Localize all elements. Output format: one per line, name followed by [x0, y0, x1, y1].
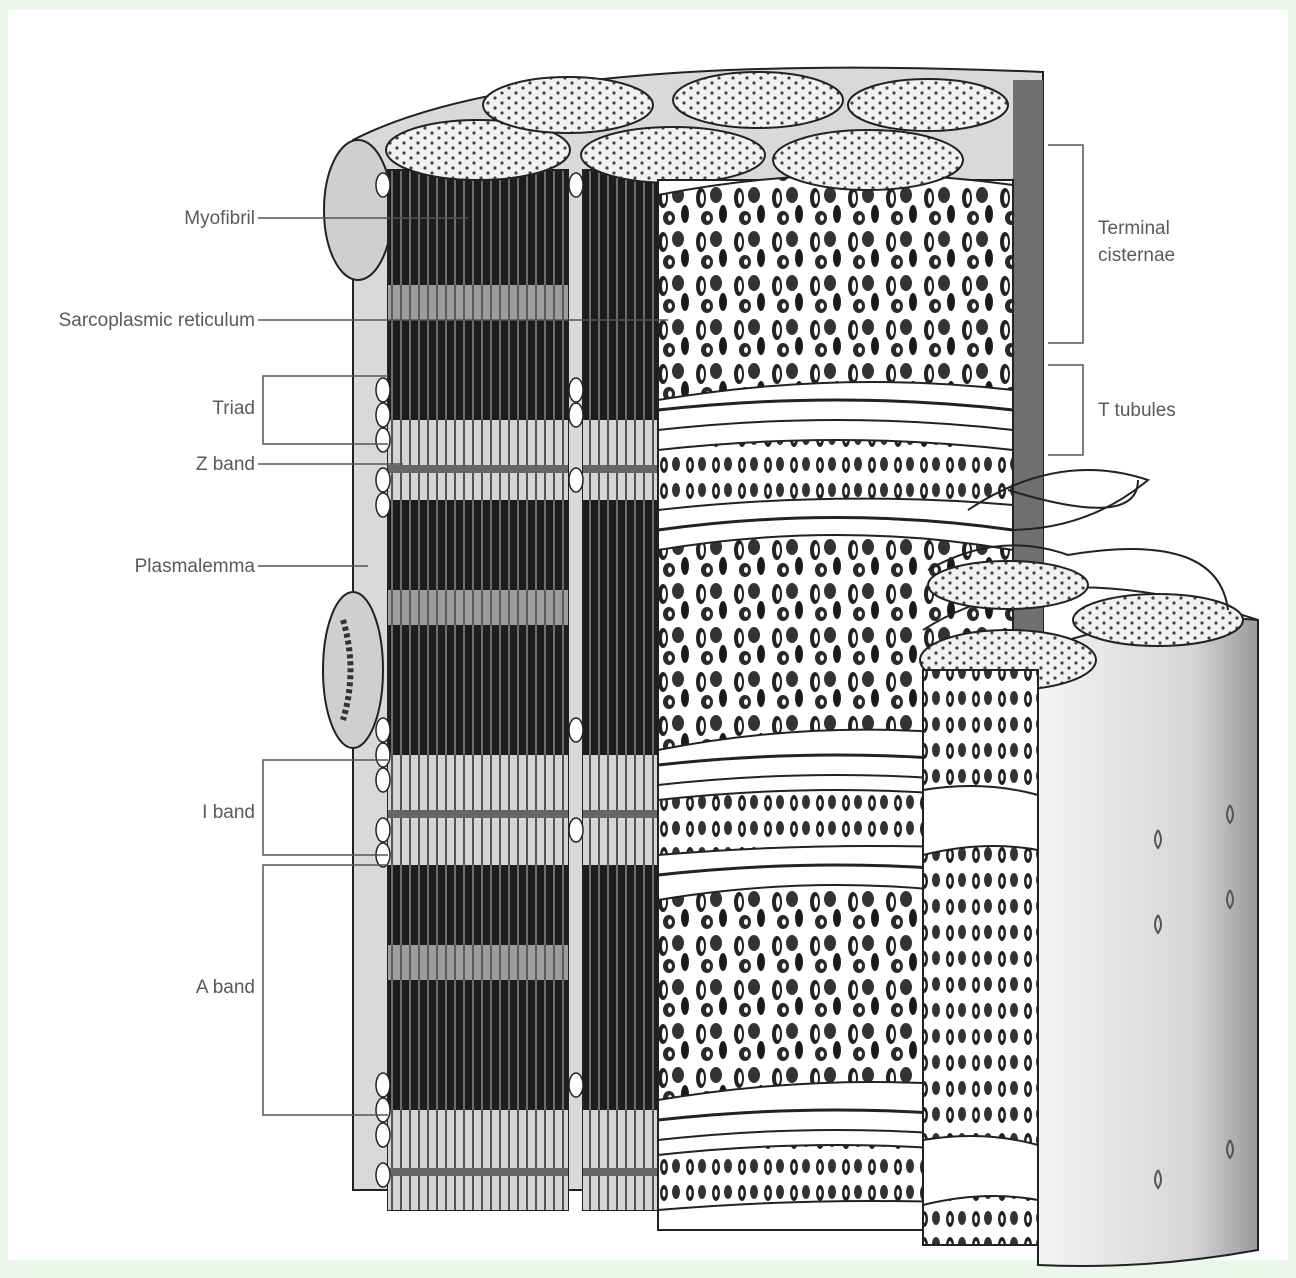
- label-z-band: Z band: [196, 454, 255, 475]
- myofibril-top-back-1: [483, 77, 653, 133]
- label-sarcoplasmic-reticulum: Sarcoplasmic reticulum: [59, 310, 255, 331]
- label-plasmalemma: Plasmalemma: [135, 556, 256, 577]
- myofibril-top-back-2: [673, 72, 843, 128]
- myofibril-top-back-3: [848, 79, 1008, 131]
- label-terminal-cisternae-line1: Terminal: [1098, 218, 1170, 239]
- nucleus-top: [324, 140, 392, 280]
- myofibril-column-1: [386, 120, 570, 1210]
- label-terminal-cisternae-line2: cisternae: [1098, 245, 1175, 266]
- muscle-fiber-diagram: Myofibril Sarcoplasmic reticulum Triad Z…: [8, 10, 1296, 1278]
- diagram-canvas: Myofibril Sarcoplasmic reticulum Triad Z…: [8, 10, 1288, 1260]
- terminal-cisternae-bracket: [1048, 145, 1083, 343]
- label-t-tubules: T tubules: [1098, 400, 1176, 421]
- label-myofibril: Myofibril: [184, 208, 255, 229]
- label-triad: Triad: [212, 398, 255, 419]
- label-a-band: A band: [196, 977, 255, 998]
- label-i-band: I band: [202, 802, 255, 823]
- fiber-cross-section-cylinder: [920, 561, 1258, 1266]
- t-tubules-bracket: [1048, 365, 1083, 455]
